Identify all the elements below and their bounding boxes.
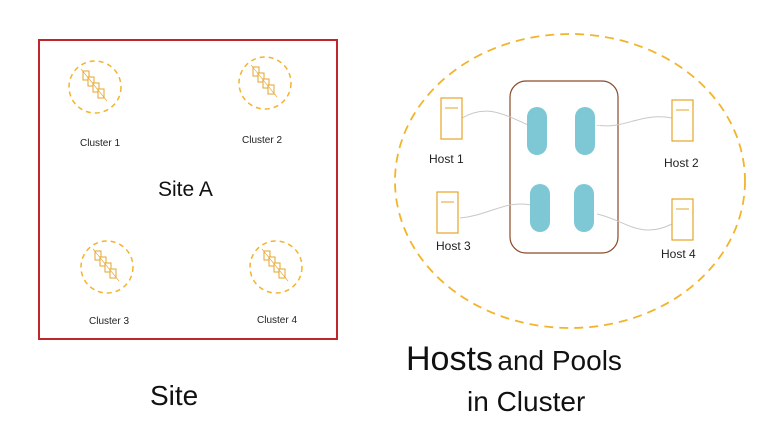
pool-4: Pool	[574, 184, 598, 232]
site-name: Site A	[158, 178, 213, 201]
pool-3: Pool	[530, 184, 554, 232]
cluster-3-label: Cluster 3	[89, 316, 130, 327]
cluster-4-icon	[249, 240, 303, 294]
cluster-2-icon	[238, 56, 292, 110]
host-4-label: Host 4	[661, 247, 696, 261]
cluster-1-icon	[68, 60, 122, 114]
host-1-server-icon	[440, 97, 463, 140]
pool-1-label: Pool	[545, 124, 551, 136]
host-3-label: Host 3	[436, 239, 471, 253]
host-3-server-icon	[436, 191, 459, 234]
site-caption: Site	[150, 380, 199, 411]
host-1-link	[461, 110, 529, 126]
pool-1: Pool	[527, 107, 551, 155]
cluster-2-label: Cluster 2	[242, 135, 283, 146]
host-1-label: Host 1	[429, 152, 464, 166]
cluster-3-icon	[80, 240, 134, 294]
caption-hosts-word: Hosts	[406, 340, 493, 378]
host-2-server-icon	[671, 99, 694, 142]
hosts-pools-caption: Hosts and Pools	[406, 340, 622, 379]
caption-in-cluster: in Cluster	[467, 386, 586, 417]
host-4-server-icon	[671, 198, 694, 241]
pool-2: Pool	[575, 107, 599, 155]
pool-group	[509, 80, 619, 254]
host-2-link	[595, 116, 673, 127]
host-2-label: Host 2	[664, 156, 699, 170]
cluster-outline	[394, 33, 746, 329]
pool-3-label: Pool	[548, 202, 554, 214]
caption-and-pools: and Pools	[497, 345, 622, 376]
pool-2-label: Pool	[593, 124, 599, 136]
host-3-link	[459, 203, 532, 219]
cluster-1-label: Cluster 1	[80, 138, 121, 149]
host-4-link	[596, 213, 673, 231]
cluster-4-label: Cluster 4	[257, 315, 298, 326]
pool-4-label: Pool	[592, 202, 598, 214]
